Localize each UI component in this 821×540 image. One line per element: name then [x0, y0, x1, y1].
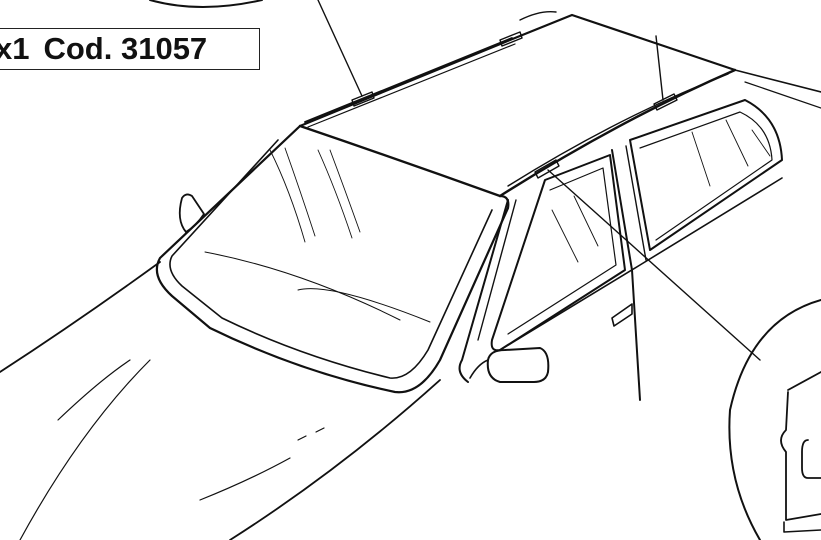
roof-rail-clip-1: [351, 91, 375, 107]
roof-rail-clip-4: [653, 93, 678, 111]
hood-dash-2: [315, 427, 325, 433]
roof-rail-clip-3: [534, 159, 560, 179]
detail-circle-bottom: [728, 299, 821, 540]
windshield-glare-4: [329, 149, 361, 233]
detail-part-profile: [787, 371, 821, 391]
roof-rear-line: [734, 69, 821, 93]
roof-front-edge: [298, 124, 502, 198]
part-code-label: x1 Cod. 31057: [0, 28, 260, 70]
roof-rail-clip-2: [499, 31, 523, 47]
roof-rail-front: [304, 37, 513, 123]
wing-mirror: [486, 347, 550, 383]
leader-line-front-clip: [317, 0, 363, 97]
front-door-window: [490, 154, 626, 352]
hood-dash-1: [297, 435, 307, 441]
rear-door-window: [629, 99, 783, 251]
hood-lower-line: [199, 457, 291, 501]
hood-left-edge: [0, 261, 161, 373]
front-window-glare-2: [573, 195, 599, 247]
windshield-outer: [155, 124, 510, 394]
part-code: Cod. 31057: [43, 31, 208, 66]
leader-line-rear-clip: [655, 35, 664, 101]
rear-door-window-inner: [639, 111, 773, 241]
b-pillar-inner: [625, 145, 647, 261]
leader-line-detail: [547, 169, 761, 361]
hood-front-curve: [229, 379, 441, 540]
interior-mirror: [178, 193, 205, 233]
a-pillar: [458, 199, 509, 383]
rear-window-glare-2: [725, 119, 749, 167]
detail-circle-top: [149, 0, 263, 8]
windshield-glare-3: [317, 149, 353, 239]
front-door-window-inner: [507, 167, 617, 335]
door-belt-line: [499, 177, 783, 351]
windshield-glare-1: [269, 149, 306, 243]
door-handle: [611, 303, 633, 327]
part-quantity: x1: [0, 31, 30, 66]
rear-window-glare-3: [751, 129, 771, 157]
windshield-inner: [169, 139, 493, 379]
windshield-glare-2: [284, 147, 316, 237]
roof-rail-front-inner: [307, 43, 516, 128]
roof-panel: [298, 13, 737, 128]
a-pillar-inner: [477, 199, 517, 341]
roof-rear-line-2: [744, 81, 821, 109]
roof-side-edge-inner: [507, 73, 729, 187]
roof-antenna-arc: [519, 10, 557, 21]
windshield-reflection-2: [297, 288, 431, 323]
rear-window-glare-1: [691, 131, 711, 187]
windshield-reflection-1: [204, 251, 401, 321]
hood-crease-2: [57, 359, 131, 421]
detail-part-body: [780, 391, 821, 521]
detail-part-slot: [801, 439, 821, 479]
front-window-glare-1: [551, 209, 579, 263]
wing-mirror-stem: [469, 359, 489, 379]
hood-crease-1: [19, 359, 151, 540]
detail-part-base: [783, 521, 821, 533]
